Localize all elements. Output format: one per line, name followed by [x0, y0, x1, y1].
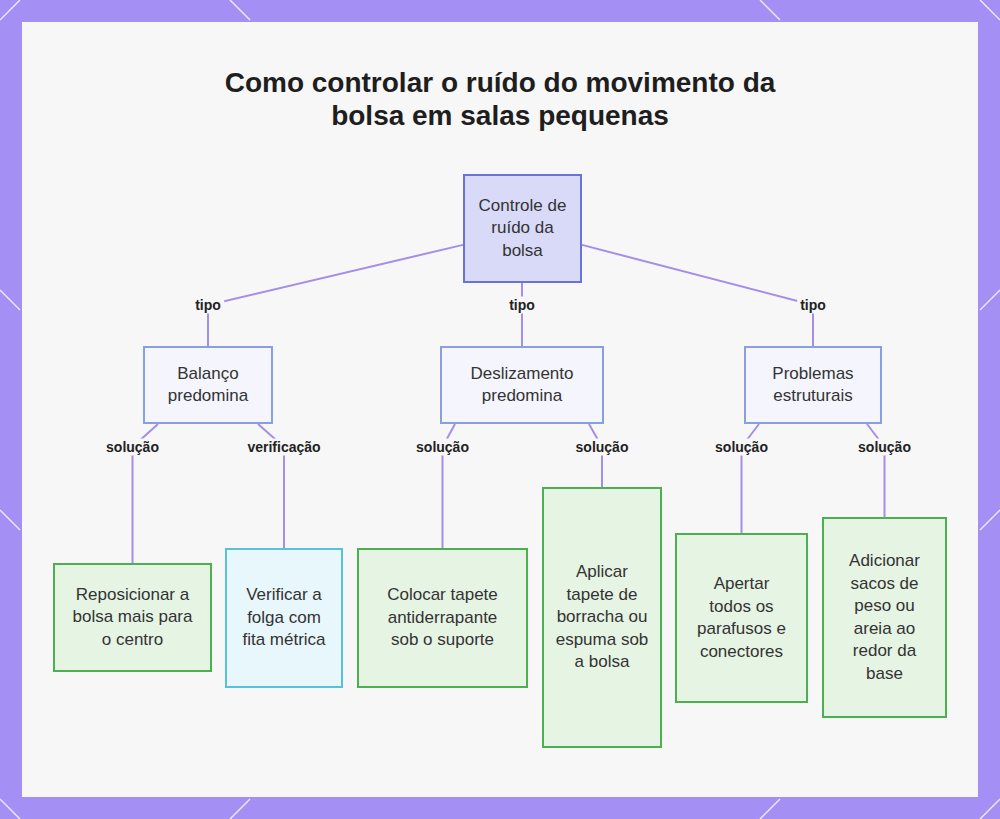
edge-label: solução: [573, 439, 632, 456]
node-text: Deslizamento predomina: [456, 363, 588, 408]
edge-label: solução: [103, 439, 162, 456]
edge-label: solução: [855, 439, 914, 456]
node-text: Controle de ruído da bolsa: [473, 195, 572, 263]
category-box: Deslizamento predomina: [440, 346, 604, 424]
solution-box: Apertar todos os parafusos e conectores: [675, 533, 808, 703]
connector-line: [521, 283, 523, 346]
edge-label: solução: [712, 439, 771, 456]
category-box: Problemas estruturais: [744, 346, 882, 424]
node-text: Reposicionar a bolsa mais para o centro: [69, 584, 196, 652]
node-text: Verificar a folga com fita métrica: [235, 584, 333, 652]
node-text: Colocar tapete antiderrapante sob o supo…: [373, 584, 512, 652]
solution-box: Aplicar tapete de borracha ou espuma sob…: [542, 487, 662, 748]
root-box: Controle de ruído da bolsa: [463, 174, 582, 283]
solution-box: Colocar tapete antiderrapante sob o supo…: [357, 548, 528, 688]
edge-label: verificação: [244, 439, 323, 456]
solution-box: Adicionar sacos de peso ou areia ao redo…: [822, 517, 947, 718]
connector-line: [589, 424, 602, 487]
edge-label: tipo: [797, 297, 829, 314]
edge-label: tipo: [192, 297, 224, 314]
check-box: Verificar a folga com fita métrica: [225, 548, 343, 688]
node-text: Apertar todos os parafusos e conectores: [691, 573, 792, 663]
connector-line: [208, 245, 463, 346]
edge-label: solução: [413, 439, 472, 456]
node-text: Adicionar sacos de peso ou areia ao redo…: [838, 550, 931, 685]
node-text: Problemas estruturais: [760, 363, 866, 408]
node-text: Aplicar tapete de borracha ou espuma sob…: [552, 561, 652, 674]
category-box: Balanço predomina: [143, 346, 273, 424]
connector-line: [582, 245, 813, 346]
edge-label: tipo: [506, 297, 538, 314]
diagram-title: Como controlar o ruído do movimento da b…: [220, 66, 780, 132]
solution-box: Reposicionar a bolsa mais para o centro: [53, 563, 212, 672]
node-text: Balanço predomina: [159, 363, 257, 408]
